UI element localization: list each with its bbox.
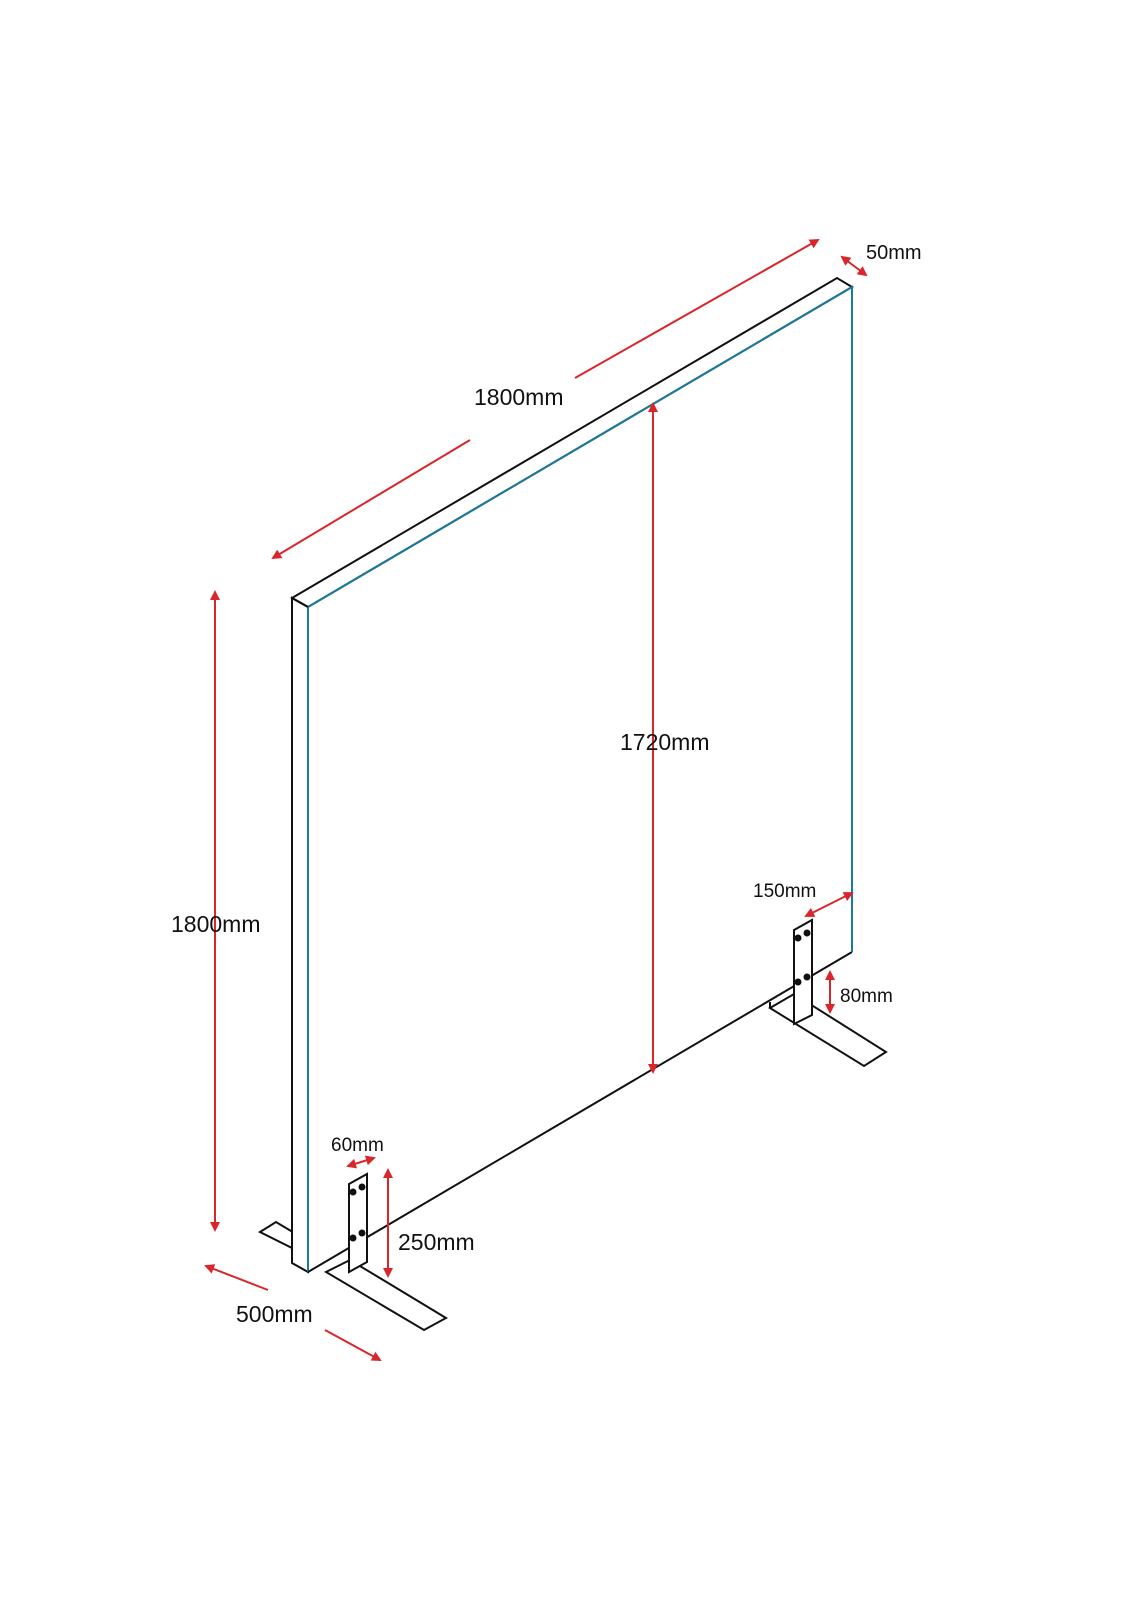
foot-offset-label: 150mm bbox=[753, 881, 817, 902]
overall-height-label: 1800mm bbox=[171, 911, 261, 937]
dimension-arrows bbox=[204, 239, 868, 1361]
width-arrow-b bbox=[271, 439, 471, 560]
foot-arrow-b bbox=[324, 1329, 382, 1361]
width-label: 1800mm bbox=[474, 384, 564, 410]
screen-panel bbox=[289, 276, 854, 1274]
bracket-height-label: 250mm bbox=[398, 1229, 475, 1255]
width-arrow-a bbox=[574, 239, 820, 379]
bracket-width-arrow bbox=[346, 1155, 376, 1169]
foot-length-label: 500mm bbox=[236, 1301, 313, 1327]
offset-arrow bbox=[804, 892, 854, 917]
panel-height-label: 1720mm bbox=[620, 729, 710, 755]
left-foot bbox=[323, 1172, 449, 1332]
right-foot bbox=[768, 918, 888, 1068]
bracket-width-label: 60mm bbox=[331, 1135, 384, 1156]
thickness-arrow bbox=[840, 255, 868, 277]
foot-arrow-a bbox=[204, 1264, 269, 1291]
clearance-label: 80mm bbox=[840, 986, 893, 1007]
left-rear-foot bbox=[257, 1220, 297, 1252]
thickness-label: 50mm bbox=[866, 242, 922, 264]
